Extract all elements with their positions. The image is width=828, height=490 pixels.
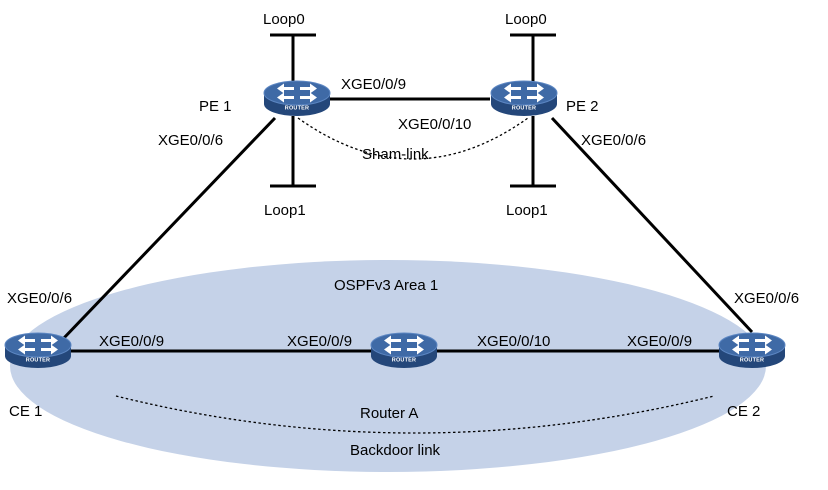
- pe2-loop0-label: Loop0: [505, 11, 547, 28]
- pe2-loop1-label: Loop1: [506, 202, 548, 219]
- router-badge: ROUTER: [392, 358, 416, 364]
- ce2-iface-to-pe2: XGE0/0/6: [734, 290, 799, 307]
- ra-iface-to-ce2: XGE0/0/10: [477, 333, 550, 350]
- pe2-loop0-stub: [510, 33, 556, 88]
- router-badge: ROUTER: [740, 358, 764, 364]
- ce2-name: CE 2: [727, 403, 760, 420]
- router-ce1: ROUTER: [4, 332, 72, 369]
- pe1-loop0-stub: [270, 33, 316, 88]
- pe2-name: PE 2: [566, 98, 599, 115]
- pe1-loop1-stub: [270, 116, 316, 188]
- router-badge: ROUTER: [26, 358, 50, 364]
- pe1-loop1-label: Loop1: [264, 202, 306, 219]
- pe2-loop1-stub: [510, 116, 556, 188]
- pe1-iface-to-pe2: XGE0/0/9: [341, 76, 406, 93]
- sham-link-label: Sham-link: [362, 146, 429, 163]
- router-badge: ROUTER: [512, 106, 536, 112]
- router-ce2: ROUTER: [718, 332, 786, 369]
- router-badge: ROUTER: [285, 106, 309, 112]
- ce1-iface-to-pe1: XGE0/0/6: [7, 290, 72, 307]
- backdoor-link-label: Backdoor link: [350, 442, 441, 459]
- ce2-iface-to-ra: XGE0/0/9: [627, 333, 692, 350]
- router-pe1: ROUTER: [263, 80, 331, 117]
- backdoor-link-line: [115, 395, 715, 434]
- ce1-iface-to-ra: XGE0/0/9: [99, 333, 164, 350]
- link-pe2-ce2: [550, 116, 754, 334]
- ra-iface-to-ce1: XGE0/0/9: [287, 333, 352, 350]
- ce1-name: CE 1: [9, 403, 42, 420]
- pe1-name: PE 1: [199, 98, 232, 115]
- pe1-loop0-label: Loop0: [263, 11, 305, 28]
- link-pe1-ce1: [60, 116, 277, 342]
- router-a-name: Router A: [360, 405, 418, 422]
- router-pe2: ROUTER: [490, 80, 558, 117]
- pe1-iface-to-ce1: XGE0/0/6: [158, 132, 223, 149]
- pe2-iface-to-ce2: XGE0/0/6: [581, 132, 646, 149]
- area-label: OSPFv3 Area 1: [334, 277, 438, 294]
- router-ra: ROUTER: [370, 332, 438, 369]
- pe2-iface-to-pe1: XGE0/0/10: [398, 116, 471, 133]
